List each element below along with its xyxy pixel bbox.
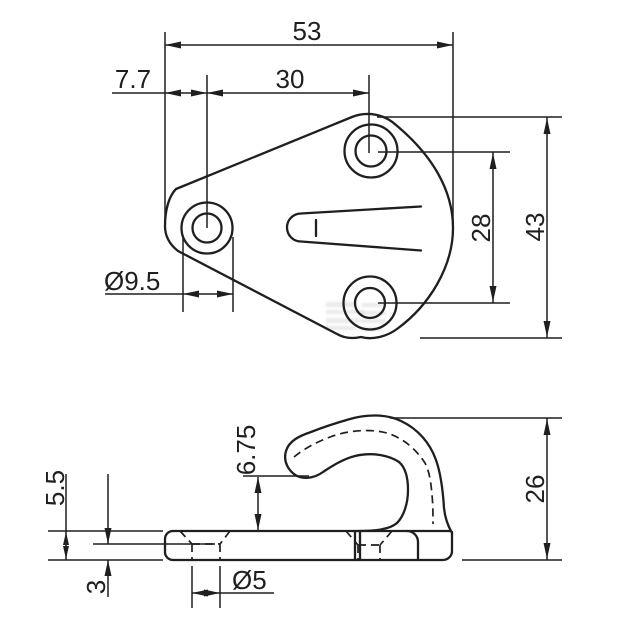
arrow [165, 89, 181, 97]
dim-30-label: 30 [276, 64, 305, 94]
arrow [104, 528, 112, 544]
dim-28-label: 28 [466, 214, 496, 243]
arrow [204, 589, 220, 597]
arrow [489, 153, 497, 169]
dim-boss-dia-label: Ø9.5 [104, 266, 160, 296]
top-right-hole-boss [343, 123, 399, 179]
arrow [254, 514, 262, 530]
dim-hole-dia-label: Ø5 [232, 565, 267, 595]
dim-3-label: 3 [81, 580, 111, 594]
arrow [63, 532, 69, 545]
dim-55-label: 5.5 [40, 470, 70, 506]
hook-hidden-edge [293, 429, 434, 525]
dim-77-label: 7.7 [115, 64, 151, 94]
arrow [183, 290, 199, 298]
arrow [104, 560, 112, 576]
side-view-dimensions: 5.5 3 6.75 Ø5 26 [40, 417, 562, 608]
dim-53-label: 53 [293, 16, 322, 46]
base-plate-outline [163, 529, 454, 562]
arrow [543, 321, 551, 337]
top-view [163, 112, 455, 340]
slot-outline [285, 205, 423, 252]
top-right-hole [354, 134, 388, 168]
arrow [543, 118, 551, 134]
countersink-left-hidden [179, 530, 231, 560]
dim-43-label: 43 [520, 213, 550, 242]
dim-675-label: 6.75 [231, 425, 261, 476]
hook-outline [284, 414, 454, 535]
arrow [353, 89, 369, 97]
arrow [254, 477, 262, 493]
arrow [437, 41, 453, 49]
countersink-right-hidden [345, 530, 393, 560]
arrow [165, 41, 181, 49]
dim-26-label: 26 [520, 475, 550, 504]
plate-outline [163, 112, 455, 340]
arrow [207, 89, 223, 97]
arrow [217, 290, 233, 298]
arrow [191, 89, 207, 97]
arrow [543, 419, 551, 435]
bend-corner-edge [405, 529, 420, 561]
arrow [543, 543, 551, 559]
top-view-dimensions: 53 7.7 30 Ø9.5 28 43 [104, 16, 562, 339]
side-view [163, 414, 454, 562]
arrow [63, 546, 69, 559]
arrow [489, 286, 497, 302]
